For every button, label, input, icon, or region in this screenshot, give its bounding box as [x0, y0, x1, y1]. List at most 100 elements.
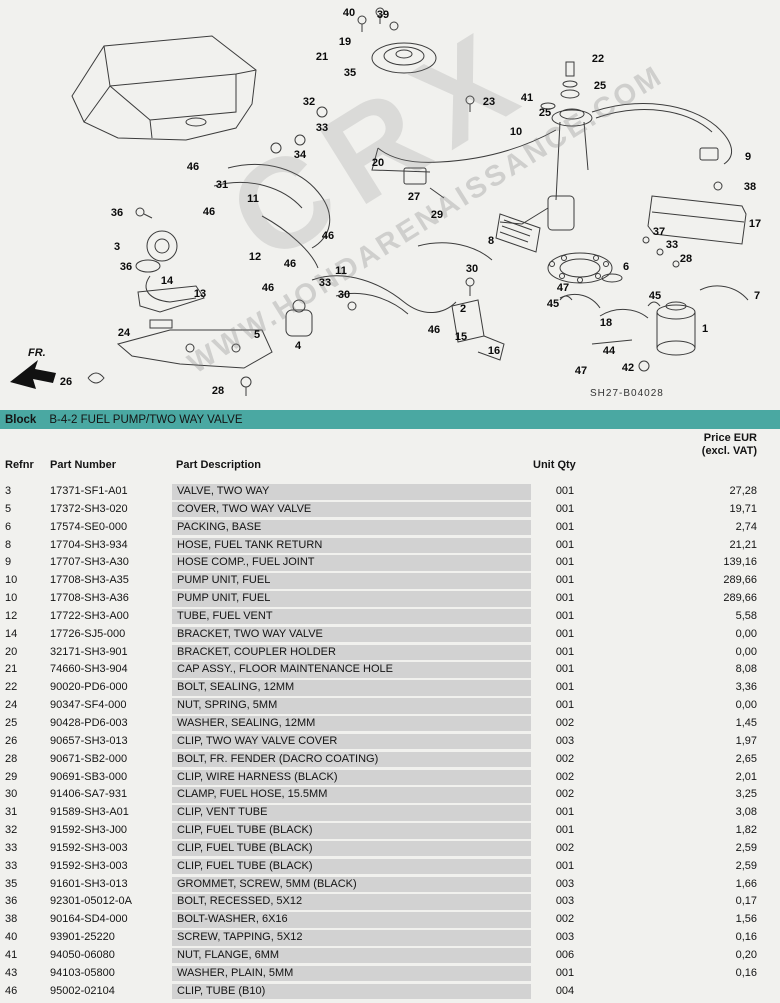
diagram-callout-9: 9: [744, 151, 752, 163]
column-header-part-number: Part Number: [50, 459, 117, 471]
diagram-callout-8: 8: [487, 235, 495, 247]
cell-part-number: 91592-SH3-003: [50, 841, 128, 854]
cell-part-number: 94050-06080: [50, 948, 115, 961]
diagram-callout-5: 5: [253, 329, 261, 341]
diagram-callout-7: 7: [753, 290, 761, 302]
diagram-callout-46: 46: [202, 206, 216, 218]
diagram-callout-19: 19: [338, 36, 352, 48]
price-column-header: Price EUR (excl. VAT): [702, 432, 757, 458]
cell-price: 289,66: [723, 592, 757, 605]
diagram-callout-47: 47: [574, 365, 588, 377]
cell-part-number: 17708-SH3-A35: [50, 574, 129, 587]
cell-description: GROMMET, SCREW, 5MM (BLACK): [172, 876, 531, 893]
cell-unit-qty: 001: [555, 806, 575, 819]
diagram-callout-30: 30: [337, 289, 351, 301]
price-header-line2: (excl. VAT): [701, 445, 757, 457]
cell-unit-qty: 001: [555, 538, 575, 551]
diagram-callout-14: 14: [160, 275, 174, 287]
cell-refnr: 20: [5, 645, 18, 658]
diagram-callout-34: 34: [293, 149, 307, 161]
cell-refnr: 31: [5, 806, 18, 819]
cell-unit-qty: 001: [555, 592, 575, 605]
cell-part-number: 91592-SH3-003: [50, 859, 128, 872]
diagram-callout-10: 10: [509, 126, 523, 138]
cell-description: BRACKET, COUPLER HOLDER: [172, 644, 531, 661]
block-header-bar: Block B-4-2 FUEL PUMP/TWO WAY VALVE: [0, 410, 780, 429]
diagram-callout-35: 35: [343, 67, 357, 79]
cell-price: 3,25: [735, 788, 757, 801]
diagram-callout-38: 38: [743, 181, 757, 193]
cell-price: 0,16: [735, 931, 757, 944]
cell-refnr: 12: [5, 609, 18, 622]
diagram-callout-45: 45: [546, 298, 560, 310]
cell-refnr: 14: [5, 627, 18, 640]
diagram-callout-37: 37: [652, 226, 666, 238]
cell-part-number: 17574-SE0-000: [50, 520, 128, 533]
cell-description: CLIP, TUBE (B10): [172, 983, 531, 1000]
cell-price: 19,71: [729, 502, 757, 515]
diagram-callout-3: 3: [113, 241, 121, 253]
price-header-line1: Price EUR: [703, 432, 757, 444]
cell-part-number: 17707-SH3-A30: [50, 556, 129, 569]
cell-unit-qty: 001: [555, 859, 575, 872]
cell-refnr: 30: [5, 788, 18, 801]
diagram-callout-42: 42: [621, 362, 635, 374]
diagram-callout-21: 21: [315, 51, 329, 63]
diagram-callout-33: 33: [318, 277, 332, 289]
cell-unit-qty: 001: [555, 502, 575, 515]
cell-description: PUMP UNIT, FUEL: [172, 573, 531, 589]
diagram-callout-39: 39: [376, 9, 390, 21]
cell-unit-qty: 001: [555, 699, 575, 712]
cell-refnr: 38: [5, 913, 18, 926]
cell-refnr: 46: [5, 984, 18, 997]
cell-unit-qty: 003: [555, 877, 575, 890]
cell-refnr: 33: [5, 841, 18, 854]
diagram-callout-27: 27: [407, 191, 421, 203]
diagram-callout-25: 25: [538, 107, 552, 119]
cell-description: BOLT, SEALING, 12MM: [172, 680, 531, 696]
cell-part-number: 17704-SH3-934: [50, 538, 128, 551]
cell-part-number: 91592-SH3-J00: [50, 824, 128, 837]
diagram-callout-6: 6: [622, 261, 630, 273]
block-label: Block: [5, 413, 37, 426]
cell-refnr: 21: [5, 663, 18, 676]
cell-price: 1,97: [735, 734, 757, 747]
cell-description: PUMP UNIT, FUEL: [172, 591, 531, 607]
diagram-callout-28: 28: [211, 385, 225, 397]
cell-part-number: 17726-SJ5-000: [50, 627, 126, 640]
cell-price: 8,08: [735, 663, 757, 676]
cell-refnr: 10: [5, 592, 18, 605]
diagram-callout-32: 32: [302, 96, 316, 108]
cell-refnr: 6: [5, 520, 12, 533]
cell-unit-qty: 001: [555, 609, 575, 622]
cell-unit-qty: 001: [555, 627, 575, 640]
cell-refnr: 8: [5, 538, 12, 551]
diagram-callout-44: 44: [602, 345, 616, 357]
cell-unit-qty: 002: [555, 752, 575, 765]
cell-refnr: 3: [5, 485, 12, 497]
cell-price: 0,17: [735, 895, 757, 908]
cell-part-number: 93901-25220: [50, 931, 115, 944]
cell-unit-qty: 004: [555, 984, 575, 997]
diagram-callout-41: 41: [520, 92, 534, 104]
diagram-callout-31: 31: [215, 179, 229, 191]
cell-part-number: 90691-SB3-000: [50, 770, 128, 783]
cell-description: CAP ASSY., FLOOR MAINTENANCE HOLE: [172, 662, 531, 678]
cell-unit-qty: 002: [555, 841, 575, 854]
block-title: B-4-2 FUEL PUMP/TWO WAY VALVE: [49, 413, 243, 426]
cell-price: 1,45: [735, 716, 757, 729]
cell-part-number: 17371-SF1-A01: [50, 485, 128, 497]
cell-description: HOSE, FUEL TANK RETURN: [172, 537, 531, 554]
